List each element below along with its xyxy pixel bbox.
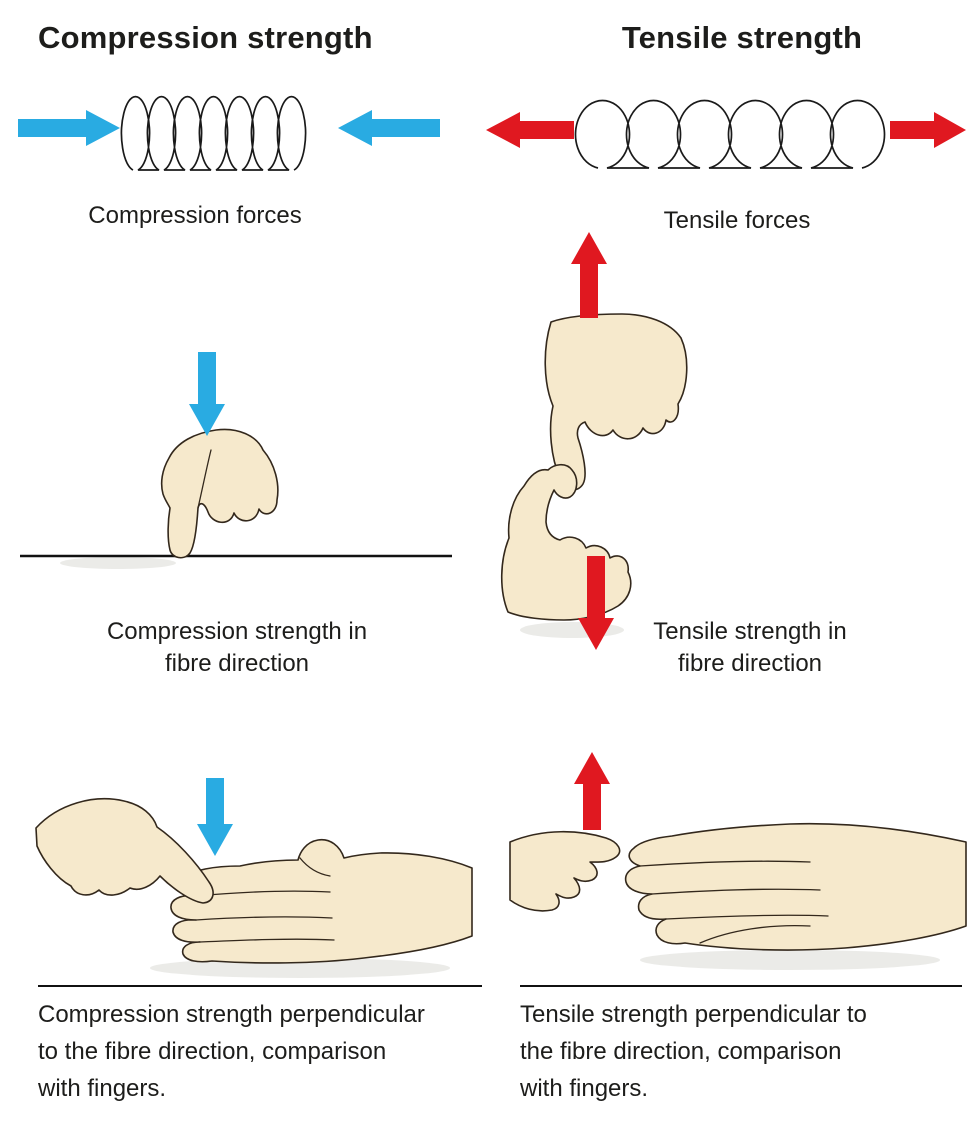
pressing-finger-hand [35, 798, 214, 904]
compression-title: Compression strength [38, 20, 373, 55]
tensile-up-arrow-icon [571, 232, 607, 318]
hand-pressing-fibre [160, 428, 279, 559]
compression-perpendicular-caption: Compression strength perpendicular to th… [38, 996, 498, 1108]
caption-line: Compression strength in [106, 618, 368, 645]
finger-separation-line [651, 888, 821, 895]
tensile-up-arrow-bottom-icon [574, 752, 610, 830]
tensile-spring [574, 99, 886, 169]
finger-separation-line [195, 916, 333, 921]
hand-crease [197, 449, 212, 509]
caption-line: Tensile strength in [653, 618, 847, 645]
tensile-force-arrow-right-icon [890, 112, 966, 148]
caption-line: Compression strength perpendicular [38, 1001, 425, 1028]
finger-separation-line [665, 914, 829, 920]
thumb-line [699, 925, 811, 944]
caption-line: to the fibre direction, comparison [38, 1038, 387, 1066]
tensile-fibre-caption: Tensile strength in fibre direction [590, 616, 910, 681]
tensile-forces-caption: Tensile forces [663, 207, 811, 234]
finger-separation-line [639, 860, 811, 867]
palm-hand [170, 838, 473, 964]
tensile-title: Tensile strength [621, 20, 863, 55]
tensile-perpendicular-caption: Tensile strength perpendicular to the fi… [520, 996, 972, 1108]
finger-separation-line [199, 938, 335, 943]
compression-down-arrow-bottom-icon [197, 778, 233, 856]
compression-forces-caption: Compression forces [88, 202, 302, 229]
caption-line: with fingers. [38, 1075, 167, 1103]
lower-pulling-hand [500, 463, 632, 621]
compression-force-arrow-left-icon [338, 110, 440, 146]
compression-down-arrow-icon [189, 352, 225, 436]
lifting-finger-hand [509, 830, 621, 912]
thumb-line [299, 857, 331, 877]
compression-fibre-caption: Compression strength in fibre direction [40, 616, 434, 681]
hand-shadow [60, 557, 176, 569]
caption-line: the fibre direction, comparison [520, 1038, 842, 1066]
compression-spring [120, 95, 307, 171]
caption-line: fibre direction [164, 650, 310, 678]
hand-shadow [150, 958, 450, 978]
hand-shadow [640, 950, 940, 970]
caption-line: Tensile strength perpendicular to [520, 1001, 867, 1028]
tensile-force-arrow-left-icon [486, 112, 574, 148]
big-hand-right [624, 822, 967, 951]
upper-pulling-hand [544, 313, 688, 491]
compression-force-arrow-right-icon [18, 110, 120, 146]
tensile-down-arrow-icon [578, 556, 614, 650]
caption-line: with fingers. [520, 1075, 649, 1103]
caption-line: fibre direction [677, 650, 823, 678]
